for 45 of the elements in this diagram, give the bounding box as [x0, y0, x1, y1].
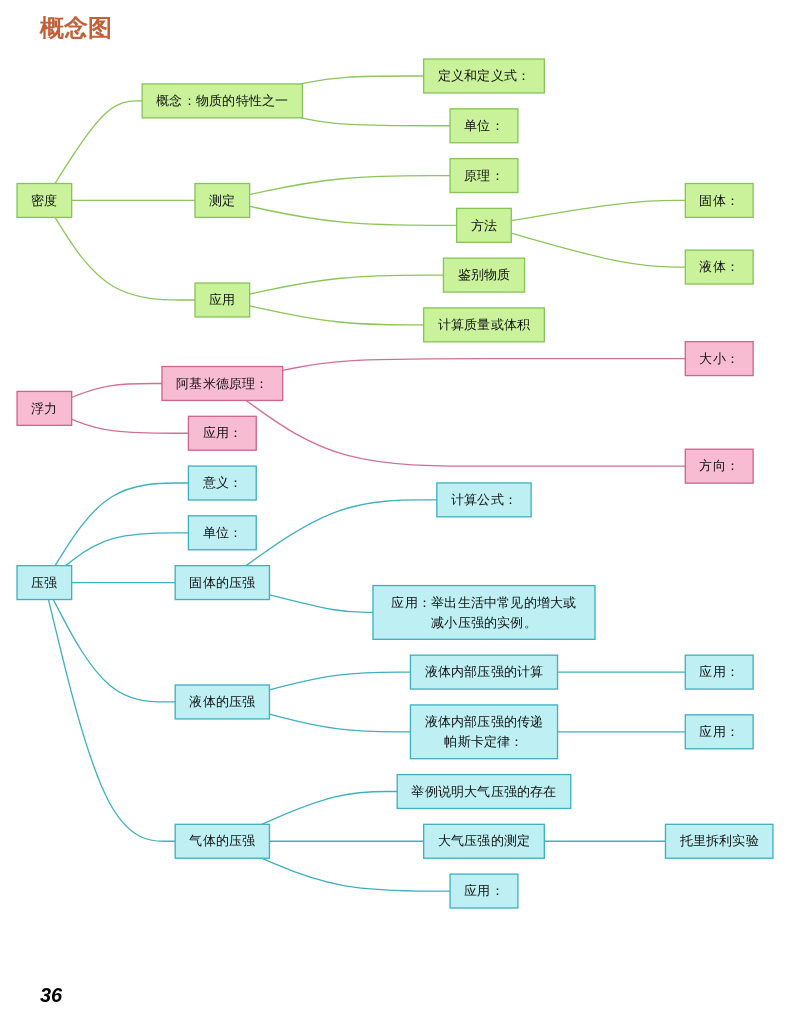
concept-box: 固体： [684, 182, 754, 219]
concept-box: 方法 [456, 207, 512, 243]
concept-box: 鉴别物质 [442, 257, 526, 293]
concept-box: 计算质量或体积 [422, 307, 545, 343]
concept-box: 密度 [16, 182, 73, 219]
concept-box: 应用：举出生活中常见的增大或减小压强的实例。 [372, 584, 596, 640]
connector-line [71, 581, 176, 584]
connector-line [47, 598, 176, 842]
concept-box: 压强 [16, 564, 73, 601]
concept-box: 气体的压强 [174, 823, 271, 859]
concept-box: 托里拆利实验 [664, 823, 774, 859]
concept-box: 方向： [684, 448, 754, 484]
concept-box: 大气压强的测定 [422, 823, 545, 859]
concept-box: 计算公式： [436, 482, 532, 518]
concept-box: 原理： [449, 157, 519, 194]
connector-line [54, 216, 196, 301]
concept-box: 测定 [194, 182, 251, 219]
concept-box: 应用： [449, 873, 519, 909]
concept-box: 举例说明大气压强的存在 [396, 773, 572, 810]
concept-box: 液体的压强 [174, 684, 271, 720]
connector-line [71, 199, 196, 202]
concept-box: 应用 [194, 282, 251, 318]
connector-line [52, 598, 176, 703]
concept-box: 大小： [684, 340, 754, 377]
connector-line [245, 399, 686, 467]
connector-line [282, 357, 686, 372]
concept-box: 应用： [187, 415, 257, 451]
concept-box: 概念：物质的特性之一 [141, 83, 304, 119]
concept-box: 液体内部压强的传递 帕斯卡定律： [409, 704, 559, 760]
concept-box: 浮力 [16, 390, 73, 426]
page-number: 36 [40, 984, 63, 1007]
diagram-title: 概念图 [40, 13, 112, 43]
concept-box: 意义： [187, 465, 257, 501]
concept-box: 液体内部压强的计算 [409, 654, 559, 690]
concept-box: 阿基米德原理： [161, 365, 284, 402]
connector-line [54, 100, 143, 185]
connector-line [260, 790, 398, 825]
concept-box: 应用： [684, 654, 754, 690]
concept-box: 固体的压强 [174, 564, 271, 601]
connector-line [300, 117, 451, 127]
concept-box: 应用： [684, 714, 754, 750]
concept-box: 单位： [187, 515, 257, 551]
concept-box: 液体： [684, 249, 754, 285]
concept-box: 定义和定义式： [422, 58, 545, 94]
concept-box: 单位： [449, 108, 519, 144]
